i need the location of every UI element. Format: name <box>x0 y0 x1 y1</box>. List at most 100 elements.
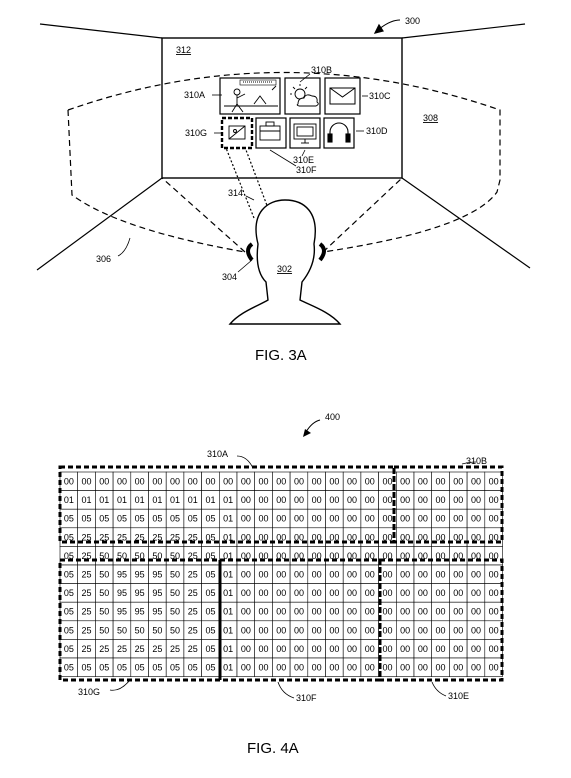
grid-cell-value: 00 <box>259 495 269 505</box>
label-310e: 310E <box>293 155 314 165</box>
grid-cell-value: 00 <box>453 663 463 673</box>
grid-cell-value: 00 <box>312 663 322 673</box>
grid-cell-value: 05 <box>64 514 74 524</box>
grid-cell-value: 25 <box>188 625 198 635</box>
grid-cell-value: 00 <box>400 532 410 542</box>
grid-cell-value: 01 <box>117 495 127 505</box>
grid-cell-value: 00 <box>436 625 446 635</box>
grid-cell-value: 00 <box>347 532 357 542</box>
grid-cell-value: 25 <box>188 607 198 617</box>
grid-cell-value: 00 <box>276 644 286 654</box>
grid-cell-value: 00 <box>471 625 481 635</box>
label-300: 300 <box>405 16 420 26</box>
grid-cell-value: 00 <box>276 663 286 673</box>
grid-cell-value: 00 <box>489 495 499 505</box>
grid-cell-value: 00 <box>312 625 322 635</box>
grid-cell-value: 05 <box>188 514 198 524</box>
grid-cell-value: 00 <box>312 514 322 524</box>
grid-cell-value: 05 <box>64 588 74 598</box>
grid-cell-value: 00 <box>382 551 392 561</box>
grid-cell-value: 00 <box>489 644 499 654</box>
grid-cell-value: 00 <box>471 644 481 654</box>
label-310b-region: 310B <box>466 456 487 466</box>
fig-3a-labels: 300 312 308 314 306 304 302 310A 310B 31… <box>96 16 438 364</box>
grid-cell-value: 01 <box>205 495 215 505</box>
grid-cell-value: 00 <box>99 477 109 487</box>
arrow-300-head <box>373 23 384 34</box>
grid-cell-value: 00 <box>259 477 269 487</box>
grid-cell-value: 00 <box>365 532 375 542</box>
label-308: 308 <box>423 113 438 123</box>
grid-cell-value: 25 <box>135 532 145 542</box>
grid-cell-value: 01 <box>223 607 233 617</box>
arrow-400-head <box>303 429 311 437</box>
grid-cell-value: 00 <box>418 607 428 617</box>
grid-cell-value: 05 <box>205 644 215 654</box>
grid-cell-value: 00 <box>294 588 304 598</box>
fig-4a-caption: FIG. 4A <box>247 740 299 757</box>
grid-cell-value: 00 <box>347 570 357 580</box>
room-edge-top-right <box>401 23 526 39</box>
grid-cell-value: 00 <box>276 551 286 561</box>
grid-cell-value: 50 <box>170 588 180 598</box>
grid-cell-value: 25 <box>99 644 109 654</box>
grid-cell-value: 25 <box>170 644 180 654</box>
grid-cell-value: 00 <box>418 477 428 487</box>
grid-cell <box>484 657 503 677</box>
grid-cell-value: 01 <box>99 495 109 505</box>
grid-cell-value: 00 <box>400 625 410 635</box>
grid-cell-value: 00 <box>382 625 392 635</box>
grid-cell-value: 00 <box>453 607 463 617</box>
grid-cell-value: 05 <box>170 514 180 524</box>
grid-cell-value: 00 <box>436 607 446 617</box>
grid-cell-value: 95 <box>117 588 127 598</box>
grid-cell-value: 95 <box>152 570 162 580</box>
label-304: 304 <box>222 272 237 282</box>
fig-3a-caption: FIG. 3A <box>255 347 307 364</box>
grid-cell-value: 01 <box>223 514 233 524</box>
grid-cell-value: 00 <box>276 570 286 580</box>
image-placeholder-icon <box>228 125 246 140</box>
grid-cell-value: 00 <box>312 495 322 505</box>
icon-tile-310e <box>289 117 321 149</box>
grid-cell-value: 00 <box>82 477 92 487</box>
grid-cell-value: 01 <box>223 570 233 580</box>
grid-cell-value: 00 <box>329 477 339 487</box>
grid-cell-value: 00 <box>117 477 127 487</box>
grid-cell-value: 05 <box>205 663 215 673</box>
grid-cell-value: 00 <box>241 625 251 635</box>
grid-cell-value: 50 <box>135 551 145 561</box>
fig-4a: 400 00 00 00 00 00 00 00 00 00 00 00 00 00 00 00 00 00 00… <box>58 412 504 757</box>
grid-cell-value: 95 <box>117 570 127 580</box>
grid-cell-value: 00 <box>382 663 392 673</box>
grid-cell-value: 00 <box>241 551 251 561</box>
grid-cell-value: 00 <box>365 607 375 617</box>
label-400: 400 <box>325 412 340 422</box>
briefcase-icon <box>259 121 281 141</box>
grid-cell-value: 00 <box>312 551 322 561</box>
grid-cell-value: 95 <box>135 588 145 598</box>
grid-cell-value: 00 <box>382 607 392 617</box>
grid-cell-value: 00 <box>241 495 251 505</box>
grid-cell-value: 00 <box>347 495 357 505</box>
grid-cell-value: 25 <box>135 644 145 654</box>
grid-cell-value: 25 <box>82 625 92 635</box>
grid-cell-value: 00 <box>241 607 251 617</box>
grid-cell-value: 00 <box>329 588 339 598</box>
grid-cell-value: 00 <box>471 495 481 505</box>
grid-cell-value: 05 <box>64 570 74 580</box>
grid-cell-value: 00 <box>471 588 481 598</box>
grid-cell-value: 00 <box>453 644 463 654</box>
grid-cell-value: 00 <box>329 570 339 580</box>
leader-306 <box>117 237 131 257</box>
grid-cell-value: 00 <box>418 570 428 580</box>
grid-cell-value: 00 <box>489 607 499 617</box>
label-310a: 310A <box>184 90 205 100</box>
grid-cell-value: 50 <box>135 625 145 635</box>
grid-cell-value: 00 <box>241 514 251 524</box>
grid-cell-value: 00 <box>294 625 304 635</box>
grid-cell-value: 05 <box>99 663 109 673</box>
grid-cell-value: 00 <box>294 551 304 561</box>
grid-cell-value: 00 <box>400 588 410 598</box>
grid-cell-value: 50 <box>170 570 180 580</box>
